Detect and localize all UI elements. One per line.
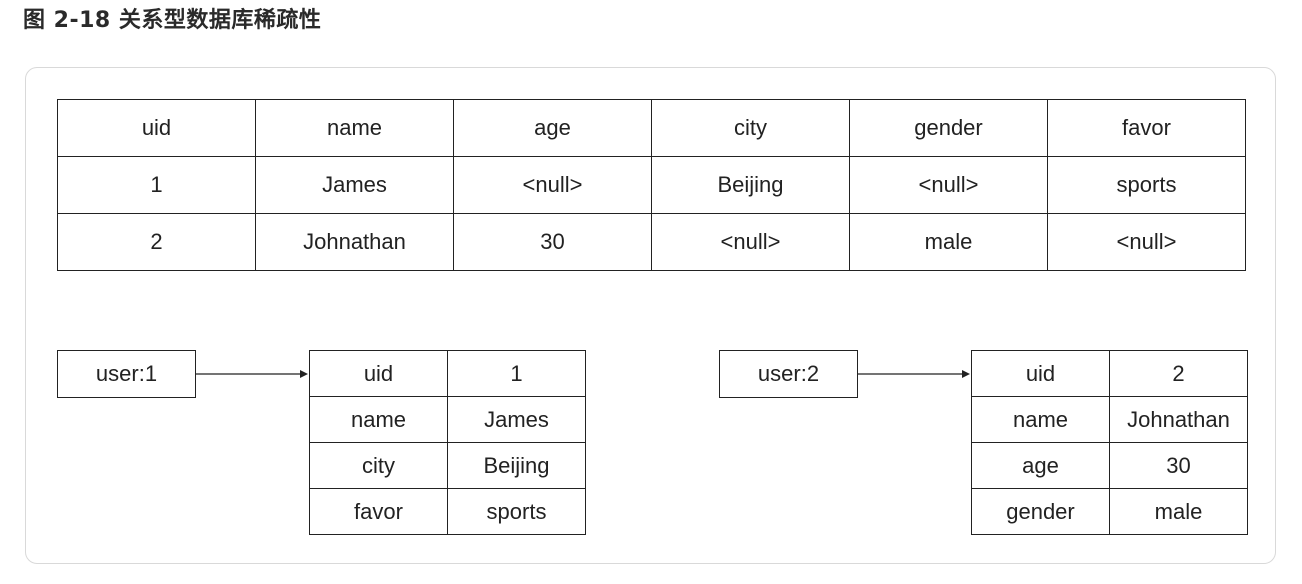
header-cell: city xyxy=(651,99,850,157)
header-cell: uid xyxy=(57,99,256,157)
header-cell: favor xyxy=(1047,99,1246,157)
field-value: James xyxy=(447,396,586,443)
table-cell: 30 xyxy=(453,213,652,271)
field-name: gender xyxy=(971,488,1110,535)
hash-table-user-2: uid 2 name Johnathan age 30 gender male xyxy=(971,350,1248,535)
table-row: 2 Johnathan 30 <null> male <null> xyxy=(57,213,1246,271)
table-cell: <null> xyxy=(453,156,652,214)
field-value: Johnathan xyxy=(1109,396,1248,443)
table-cell: <null> xyxy=(849,156,1048,214)
hash-row: gender male xyxy=(971,488,1248,535)
hash-row: name Johnathan xyxy=(971,396,1248,443)
field-name: favor xyxy=(309,488,448,535)
field-name: age xyxy=(971,442,1110,489)
hash-row: name James xyxy=(309,396,586,443)
field-name: name xyxy=(971,396,1110,443)
table-cell: Johnathan xyxy=(255,213,454,271)
field-value: Beijing xyxy=(447,442,586,489)
table-header-row: uid name age city gender favor xyxy=(57,99,1246,157)
table-cell: 2 xyxy=(57,213,256,271)
key-box-user-1: user:1 xyxy=(57,350,196,398)
field-name: uid xyxy=(309,350,448,397)
arrow-user-2 xyxy=(858,370,970,378)
field-value: 1 xyxy=(447,350,586,397)
hash-row: favor sports xyxy=(309,488,586,535)
figure-title: 图 2-18 关系型数据库稀疏性 xyxy=(23,8,322,33)
field-value: male xyxy=(1109,488,1248,535)
field-value: 2 xyxy=(1109,350,1248,397)
table-cell: sports xyxy=(1047,156,1246,214)
field-value: sports xyxy=(447,488,586,535)
table-cell: Beijing xyxy=(651,156,850,214)
header-cell: age xyxy=(453,99,652,157)
table-cell: <null> xyxy=(651,213,850,271)
table-cell: 1 xyxy=(57,156,256,214)
field-name: uid xyxy=(971,350,1110,397)
hash-row: age 30 xyxy=(971,442,1248,489)
hash-row: city Beijing xyxy=(309,442,586,489)
header-cell: gender xyxy=(849,99,1048,157)
arrow-user-1 xyxy=(196,370,308,378)
hash-row: uid 1 xyxy=(309,350,586,397)
field-name: name xyxy=(309,396,448,443)
table-cell: James xyxy=(255,156,454,214)
table-cell: male xyxy=(849,213,1048,271)
field-name: city xyxy=(309,442,448,489)
header-cell: name xyxy=(255,99,454,157)
table-cell: <null> xyxy=(1047,213,1246,271)
hash-table-user-1: uid 1 name James city Beijing favor spor… xyxy=(309,350,586,535)
key-box-user-2: user:2 xyxy=(719,350,858,398)
relational-table: uid name age city gender favor 1 James <… xyxy=(57,99,1246,271)
field-value: 30 xyxy=(1109,442,1248,489)
hash-row: uid 2 xyxy=(971,350,1248,397)
table-row: 1 James <null> Beijing <null> sports xyxy=(57,156,1246,214)
